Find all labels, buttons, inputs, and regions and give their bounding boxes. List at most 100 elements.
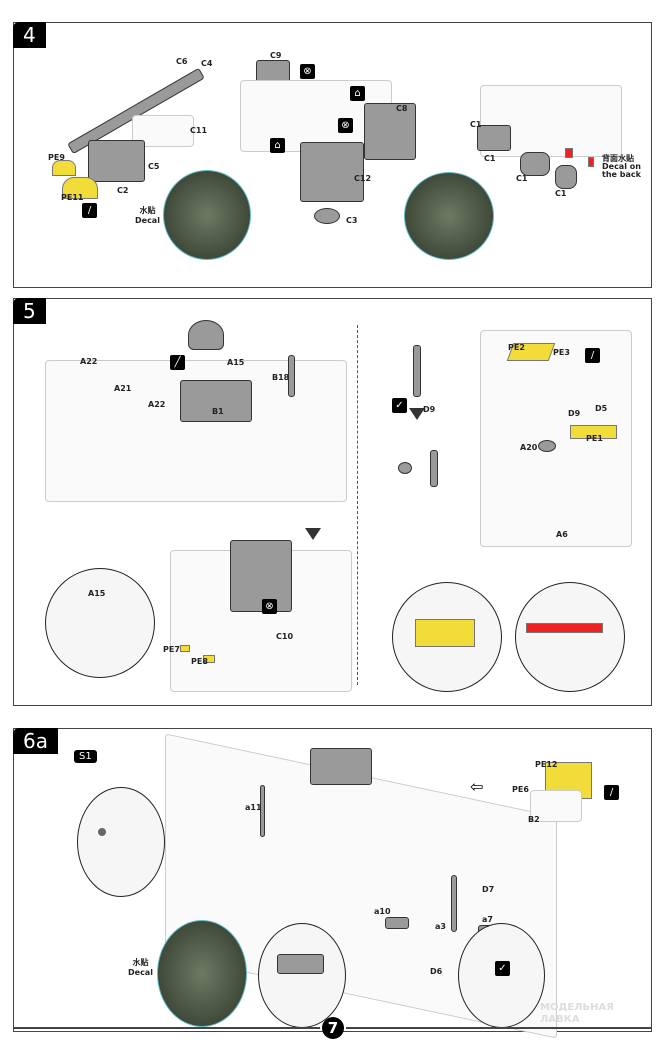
- glue-icon: ╱: [170, 355, 185, 370]
- turret-part: [230, 540, 292, 612]
- label-pe8: PE8: [191, 657, 208, 666]
- detail-photo-circle: [404, 172, 494, 260]
- pe7-part: [180, 645, 190, 652]
- weathering-icon: ✓: [392, 398, 407, 413]
- step-4-badge: 4: [13, 22, 46, 48]
- decal-photo-circle: [157, 920, 247, 1027]
- red-decal: [588, 157, 594, 167]
- label-c12: C12: [354, 174, 372, 183]
- label-c6: C6: [176, 57, 188, 66]
- box-part: [310, 748, 372, 785]
- label-a15: A15: [227, 358, 245, 367]
- label-pe9: PE9: [48, 153, 65, 162]
- label-c1: C1: [516, 174, 528, 183]
- pe11-part: [62, 177, 98, 199]
- label-a7: a7: [482, 915, 493, 924]
- c1-part: [477, 125, 511, 151]
- label-d9: D9: [423, 405, 436, 414]
- a15-detail-circle: [45, 568, 155, 678]
- a20-part: [538, 440, 556, 452]
- d9-part: [413, 345, 421, 397]
- a10-part: [277, 954, 324, 974]
- b2-part: [530, 790, 582, 822]
- footer-rule: [346, 1027, 652, 1029]
- pe1-part: [570, 425, 617, 439]
- paint-brush-icon: /: [604, 785, 619, 800]
- c12-part: [300, 142, 364, 202]
- d9-part: [398, 462, 412, 474]
- label-b1: B1: [212, 407, 224, 416]
- label-pe3: PE3: [553, 348, 570, 357]
- label-d9: D9: [568, 409, 581, 418]
- a3-part: [451, 875, 457, 932]
- c3-part: [314, 208, 340, 224]
- b1-part: [180, 380, 252, 422]
- b18-part: [288, 355, 295, 397]
- label-c1: C1: [555, 189, 567, 198]
- label-c2: C2: [117, 186, 129, 195]
- label-decal-back: 背面水贴 Decal on the back: [602, 154, 641, 179]
- label-c8: C8: [396, 104, 408, 113]
- pe8-part: [203, 655, 215, 663]
- label-pe6: PE6: [512, 785, 529, 794]
- label-c10: C10: [276, 632, 294, 641]
- label-b2: B2: [528, 815, 540, 824]
- no-glue-icon: ⊗: [300, 64, 315, 79]
- detail-photo-circle: [163, 170, 251, 260]
- weathering-icon: ✓: [495, 961, 510, 976]
- label-a22: A22: [148, 400, 166, 409]
- c1-part: [520, 152, 550, 176]
- c1-part: [555, 165, 577, 189]
- sub-step-badge: S1: [74, 750, 97, 763]
- left-arrow-icon: ⇦: [470, 777, 484, 796]
- label-c1: C1: [484, 154, 496, 163]
- pe-detail-circle: [515, 582, 625, 692]
- label-c3: C3: [346, 216, 358, 225]
- optional-icon: ⌂: [350, 86, 365, 101]
- page-number: 7: [322, 1017, 344, 1039]
- label-c5: C5: [148, 162, 160, 171]
- label-a3: a3: [435, 922, 446, 931]
- label-c9: C9: [270, 51, 282, 60]
- c5-part: [88, 140, 145, 182]
- down-arrow-icon: [409, 408, 425, 420]
- step-6a-badge: 6a: [13, 728, 58, 754]
- pe9-part: [52, 160, 76, 176]
- label-a20: A20: [520, 443, 538, 452]
- label-a11: a11: [245, 803, 262, 812]
- step-4-panel: [13, 22, 652, 288]
- label-a21: A21: [114, 384, 132, 393]
- a11-antenna: [260, 785, 265, 837]
- divider: [357, 325, 358, 685]
- weathering-detail-circle: ✓: [458, 923, 545, 1028]
- label-a10: a10: [374, 907, 391, 916]
- hole-dot: [98, 828, 106, 836]
- label-c4: C4: [201, 59, 213, 68]
- label-pe11: PE11: [61, 193, 84, 202]
- no-glue-icon: ⊗: [262, 599, 277, 614]
- label-a22: A22: [80, 357, 98, 366]
- red-decal: [565, 148, 573, 158]
- detail-circle: [77, 787, 165, 897]
- label-pe7: PE7: [163, 645, 180, 654]
- c8-part: [364, 103, 416, 160]
- paint-brush-icon: /: [585, 348, 600, 363]
- label-c11: C11: [190, 126, 208, 135]
- label-a15: A15: [88, 589, 106, 598]
- label-c1: C1: [470, 120, 482, 129]
- pe-plate: [415, 619, 475, 647]
- red-part: [526, 623, 603, 633]
- no-glue-icon: ⊗: [338, 118, 353, 133]
- label-pe1: PE1: [586, 434, 603, 443]
- label-d7: D7: [482, 885, 495, 894]
- d9-part: [430, 450, 438, 487]
- optional-icon: ⌂: [270, 138, 285, 153]
- label-decal: 水贴 Decal: [135, 206, 160, 225]
- step-5-badge: 5: [13, 298, 46, 324]
- footer-rule: [13, 1027, 320, 1029]
- label-a6: A6: [556, 530, 568, 539]
- label-b18: B18: [272, 373, 290, 382]
- a15-part: [188, 320, 224, 350]
- down-arrow-icon: [305, 528, 321, 540]
- paint-brush-icon: /: [82, 203, 97, 218]
